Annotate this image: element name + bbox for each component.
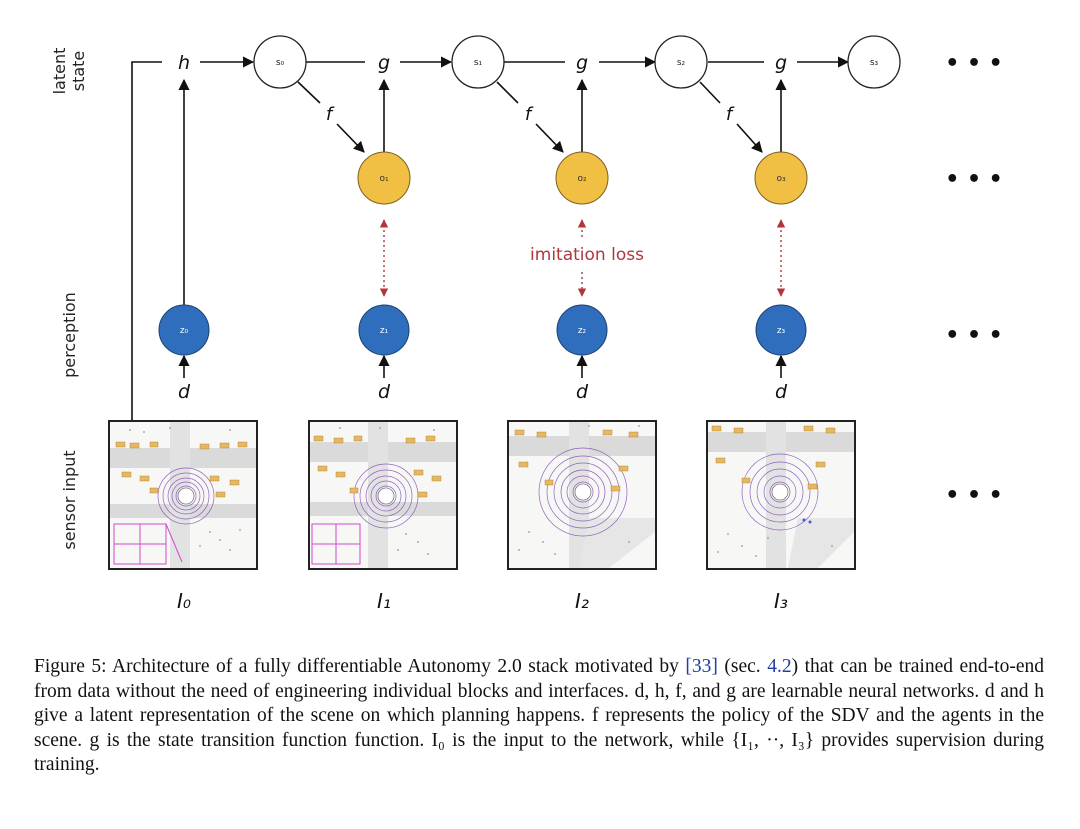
input-to-h-connector [131,61,162,420]
label-g3: g [775,52,787,74]
perception-node-z0: z₀ [158,304,210,356]
svg-text:s₁: s₁ [474,58,483,68]
lidar-scan-3 [708,422,854,568]
svg-text:s₃: s₃ [870,58,879,68]
caption-mid2: ) that can be trained end-to-end from da… [34,656,1044,702]
caption-prefix: Figure 5: Architecture of a fully differ… [34,656,686,677]
label-d1: d [378,381,391,403]
ellipsis-output: • • • [945,167,1003,192]
lidar-scan-2 [509,422,655,568]
edge-s0-f [297,81,321,104]
state-node-s3: s₃ [847,35,901,89]
svg-text:s₀: s₀ [276,58,285,68]
lidar-scan-0 [110,422,256,568]
sensor-image-2 [507,420,657,570]
edge-s2-f [699,81,721,104]
svg-text:z₂: z₂ [578,326,587,336]
svg-text:z₀: z₀ [180,326,189,336]
ellipsis-latent: • • • [945,51,1003,76]
input-label-I1: I₁ [377,589,391,613]
svg-text:o₃: o₃ [776,174,786,184]
perception-node-z2: z₂ [556,304,608,356]
ellipsis-sensor: • • • [945,483,1003,508]
ellipsis-perception: • • • [945,323,1003,348]
caption-ref-33[interactable]: [33] [685,656,718,677]
caption-ref-section[interactable]: 4.2 [767,656,792,677]
perception-node-z1: z₁ [358,304,410,356]
caption-body: d, h, f, and g are learnable neural netw… [34,680,1044,776]
sensor-image-0 [108,420,258,570]
state-node-s0: s₀ [253,35,307,89]
label-h: h [178,52,190,74]
diagram-svg: s₀ s₁ s₂ s₃ o₁ o₂ o₃ z₀ [131,35,1003,613]
edge-f-o1 [336,123,365,153]
svg-text:o₂: o₂ [577,174,587,184]
lidar-scan-1 [310,422,456,568]
caption-mid1: (sec. [717,656,768,677]
output-node-o1: o₁ [357,151,411,205]
svg-text:z₃: z₃ [777,326,786,336]
figure-caption: Figure 5: Architecture of a fully differ… [34,655,1044,778]
edge-f-o3 [736,123,763,153]
label-g2: g [576,52,588,74]
sensor-image-1 [308,420,458,570]
sensor-image-3 [706,420,856,570]
state-node-s2: s₂ [654,35,708,89]
input-label-I0: I₀ [177,589,191,613]
edge-s1-f [496,81,519,104]
label-f3: f [726,104,735,125]
label-d0: d [178,381,191,403]
svg-text:s₂: s₂ [677,58,686,68]
input-label-I3: I₃ [774,589,788,613]
imitation-loss-label: imitation loss [530,245,644,265]
label-d3: d [775,381,788,403]
svg-text:o₁: o₁ [379,174,389,184]
label-f1: f [326,104,335,125]
input-label-I2: I₂ [575,589,589,613]
label-g1: g [378,52,390,74]
output-node-o2: o₂ [555,151,609,205]
perception-node-z3: z₃ [755,304,807,356]
output-node-o3: o₃ [754,151,808,205]
edge-f-o2 [535,123,564,153]
label-f2: f [525,104,534,125]
label-d2: d [576,381,589,403]
svg-text:z₁: z₁ [380,326,389,336]
architecture-diagram: latent state perception sensor input [50,35,1003,613]
state-node-s1: s₁ [451,35,505,89]
